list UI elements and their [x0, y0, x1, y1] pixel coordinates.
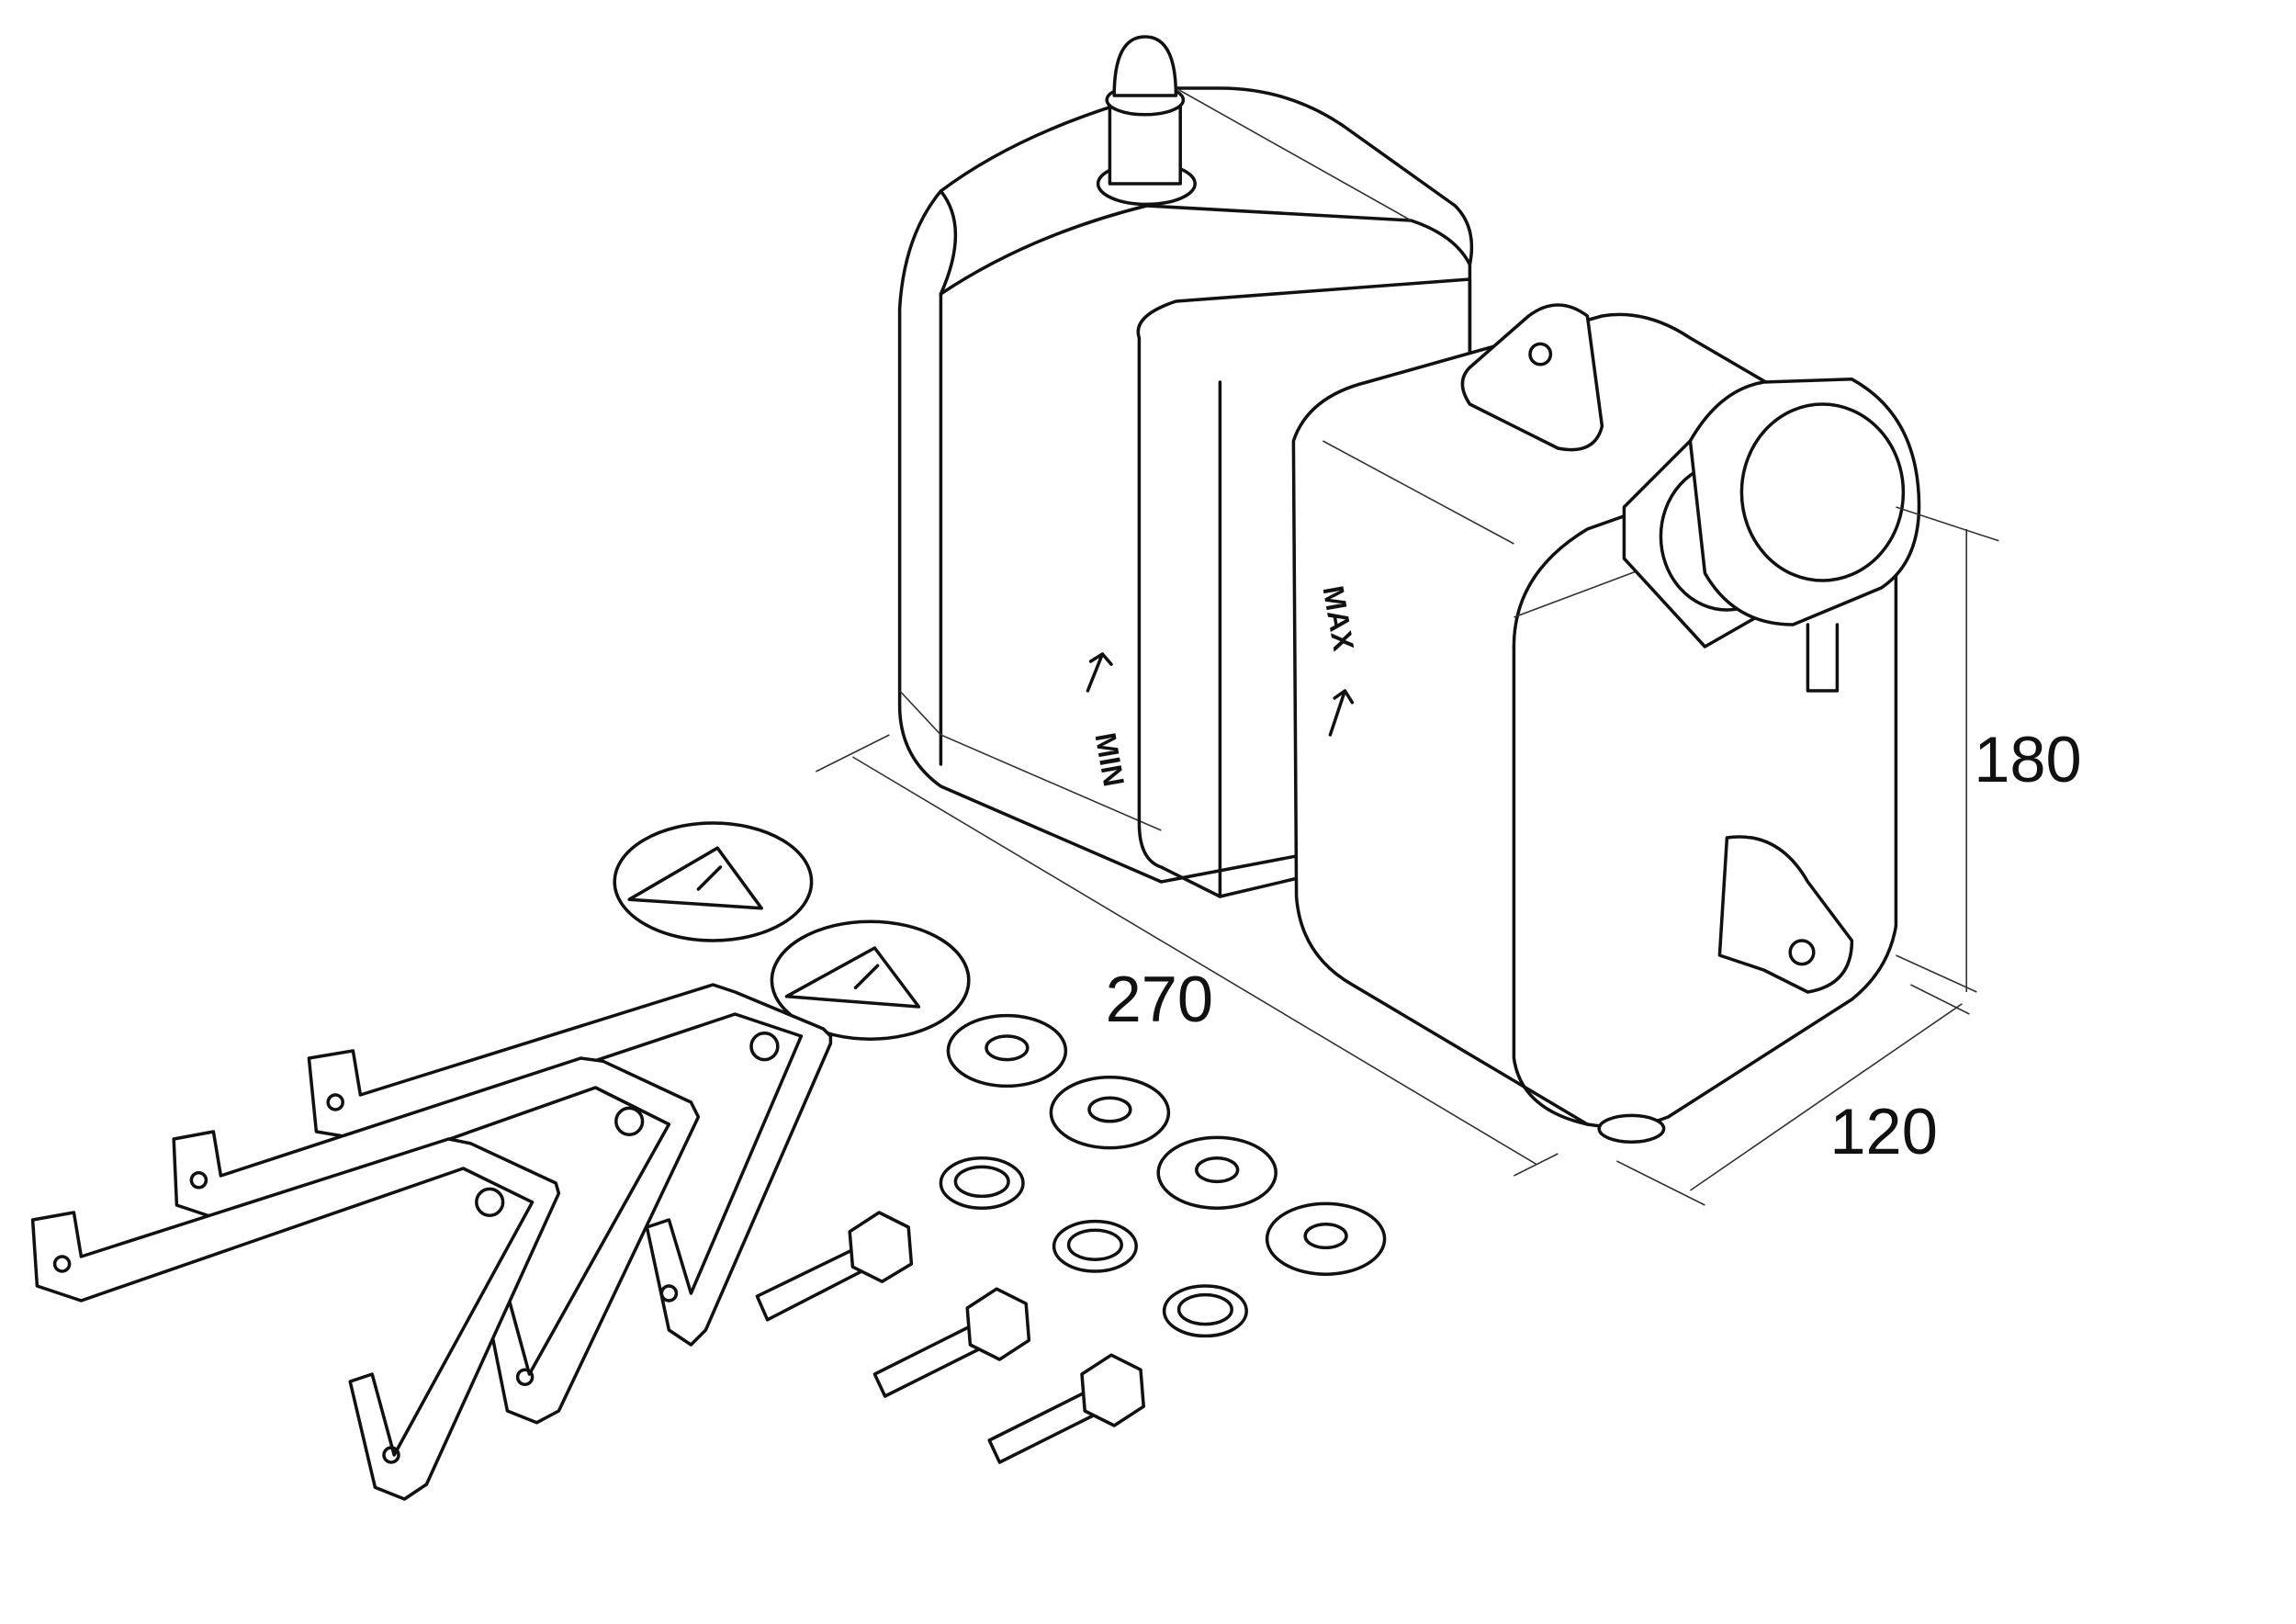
dimension-height: 180: [1896, 506, 2082, 993]
dimension-length: 270: [816, 734, 1559, 1177]
filler-cap: [1622, 378, 1921, 648]
dimension-width-value: 120: [1829, 1095, 1937, 1167]
min-arrow-icon: [1086, 652, 1113, 693]
tank-top-nozzle: [1096, 35, 1197, 207]
dimension-length-value: 270: [1106, 963, 1213, 1035]
washers: [939, 1013, 1387, 1338]
warning-sticker: [613, 821, 814, 942]
mounting-bracket: [30, 1137, 561, 1501]
dimension-width: 120: [1616, 984, 1970, 1206]
mounting-bracket: [172, 1056, 701, 1425]
bolts: [755, 1211, 1145, 1464]
max-arrow-icon: [1328, 689, 1355, 737]
mounting-bracket: [307, 983, 833, 1347]
dimension-height-value: 180: [1974, 723, 2081, 795]
warning-sticker: [770, 919, 971, 1041]
